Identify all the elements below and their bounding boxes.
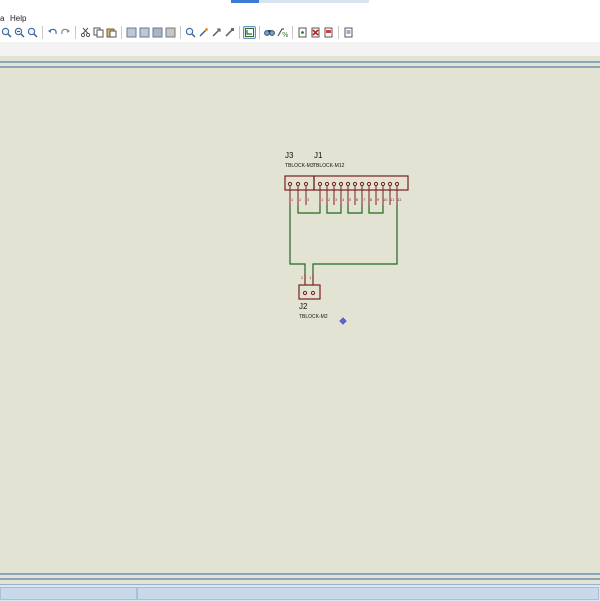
j1-pin-6: 6 [356,198,358,202]
toolbar-separator [180,26,181,39]
zoom-all-icon[interactable] [27,27,38,38]
j1-ref-label: J1 [314,151,323,160]
property-assignment-icon[interactable]: % [277,27,288,38]
j3-ref-label: J3 [285,151,294,160]
toolbar-separator [42,26,43,39]
block-copy-icon[interactable] [126,27,137,38]
toolbar: % [0,24,600,43]
j3-pin-2: 2 [299,198,301,202]
j1-pin-10: 10 [383,198,387,202]
wire-j1p2-j1p4 [326,205,342,214]
zoom-in-icon[interactable] [1,27,12,38]
status-segment-middle [137,587,599,600]
copy-icon[interactable] [93,27,104,38]
j1-pin-9: 9 [377,198,379,202]
j1-body[interactable] [313,175,409,191]
j1-terminals [317,181,400,205]
j1-pin-2: 2 [328,198,330,202]
wire-autorouter-icon[interactable] [243,26,256,39]
search-tag-icon[interactable] [264,27,275,38]
j1-pin-5: 5 [349,198,351,202]
j1-pin-8: 8 [370,198,372,202]
status-segment-left [0,587,137,600]
j1-value-label: TBLOCK-M12 [313,163,345,169]
redo-icon[interactable] [60,27,71,38]
wire-j1p8-j1p10 [368,205,384,214]
toolbar-separator [239,26,240,39]
j1-pin-7: 7 [363,198,365,202]
j2-pin-leads: 2 1 [301,274,314,285]
make-device-icon[interactable] [198,27,209,38]
ruler-band [0,42,600,57]
packaging-tool-icon[interactable] [211,27,222,38]
zoom-group: % [0,25,355,40]
active-window-tab[interactable] [231,0,259,3]
toolbar-separator [292,26,293,39]
title-bar [0,0,600,12]
j2-body[interactable] [298,284,321,300]
pick-device-icon[interactable] [185,27,196,38]
j1-pin-11: 11 [390,198,394,202]
netlist-icon[interactable] [323,27,334,38]
toolbar-separator [121,26,122,39]
j2-pin-2: 2 [301,276,303,280]
j2-terminal-1 [310,290,316,296]
j1-pin-12: 12 [397,198,401,202]
menu-item-partial[interactable]: a [0,14,5,23]
menu-bar: a Help [0,12,600,24]
pin-numbers: 1 2 3 1 2 3 4 5 6 7 8 9 10 11 12 [291,198,401,202]
j2-pin-1: 1 [309,276,311,280]
j2-ref-label: J2 [299,302,308,311]
j2-value-label: TBLOCK-M2 [299,314,328,320]
wire-j1p12-j2p1 [312,205,398,285]
status-bar [0,584,600,601]
j2-terminal-2 [302,290,308,296]
block-move-icon[interactable] [139,27,150,38]
paste-icon[interactable] [106,27,117,38]
schematic-canvas[interactable]: J3 TBLOCK-M3 J1 TBLOCK-M12 [0,56,600,584]
schematic-svg: J3 TBLOCK-M3 J1 TBLOCK-M12 [0,61,600,580]
zoom-out-icon[interactable] [14,27,25,38]
j3-pin-1: 1 [291,198,293,202]
cut-icon[interactable] [80,27,91,38]
block-delete-icon[interactable] [165,27,176,38]
remove-sheet-icon[interactable] [310,27,321,38]
decompose-icon[interactable] [224,27,235,38]
toolbar-separator [259,26,260,39]
j1-pin-3: 3 [335,198,337,202]
wires[interactable] [289,205,398,285]
document-icon[interactable] [343,27,354,38]
undo-icon[interactable] [47,27,58,38]
toolbar-separator [338,26,339,39]
j1-pin-1: 1 [321,198,323,202]
j3-value-label: TBLOCK-M3 [285,163,314,169]
wire-j3p1-j2p2 [289,205,306,285]
wire-j1p5-j1p7 [347,205,363,214]
j3-terminals [287,181,309,205]
menu-help[interactable]: Help [10,14,27,23]
origin-marker-icon [339,317,347,325]
toolbar-separator [75,26,76,39]
new-sheet-icon[interactable] [297,27,308,38]
wire-j3p2-j1p1 [297,205,321,214]
svg-text:%: % [282,31,288,38]
block-rotate-icon[interactable] [152,27,163,38]
window-tab-strip[interactable] [259,0,369,3]
j1-pin-4: 4 [342,198,345,202]
j3-pin-3: 3 [307,198,309,202]
